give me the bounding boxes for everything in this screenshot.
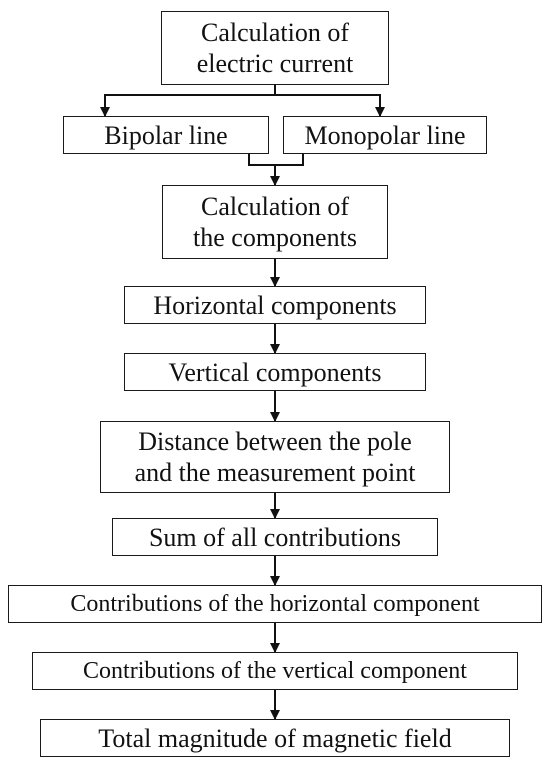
node-total-magnitude-label: Total magnitude of magnetic field (98, 723, 452, 753)
node-contrib-vertical: Contributions of the vertical component (32, 652, 518, 690)
node-calc-current-line-2: electric current (196, 49, 354, 78)
node-contrib-horizontal-label: Contributions of the horizontal componen… (70, 590, 480, 617)
node-calc-components: Calculation of the components (162, 185, 388, 259)
node-contrib-vertical-label: Contributions of the vertical component (83, 657, 467, 684)
node-monopolar-line-label: Monopolar line (304, 120, 466, 150)
node-vertical-components-label: Vertical components (168, 357, 382, 387)
node-distance-line-2: and the measurement point (134, 458, 416, 487)
edge-monopolar-line-to-calc-components (275, 154, 304, 166)
node-vertical-components: Vertical components (124, 353, 426, 391)
node-sum-contributions-label: Sum of all contributions (148, 522, 402, 552)
node-calc-components-line-1: Calculation of (200, 192, 349, 221)
node-bipolar-line-label: Bipolar line (104, 120, 228, 150)
node-distance-line-1: Distance between the pole (138, 427, 412, 456)
node-total-magnitude: Total magnitude of magnetic field (40, 719, 510, 757)
node-contrib-horizontal: Contributions of the horizontal componen… (8, 585, 542, 623)
node-calc-current: Calculation of electric current (161, 11, 389, 85)
edge-calc-current-to-bipolar-line (100, 85, 276, 117)
node-distance: Distance between the pole and the measur… (100, 421, 450, 493)
node-horizontal-components: Horizontal components (124, 286, 426, 324)
node-calc-components-line-2: the components (193, 223, 357, 252)
node-bipolar-line: Bipolar line (63, 116, 269, 154)
node-sum-contributions: Sum of all contributions (112, 518, 438, 556)
edge-calc-current-to-monopolar-line (274, 85, 385, 117)
node-horizontal-components-label: Horizontal components (153, 290, 397, 320)
edge-bipolar-line-to-calc-components (248, 154, 275, 166)
node-calc-current-line-1: Calculation of (200, 18, 349, 47)
node-monopolar-line: Monopolar line (283, 116, 487, 154)
